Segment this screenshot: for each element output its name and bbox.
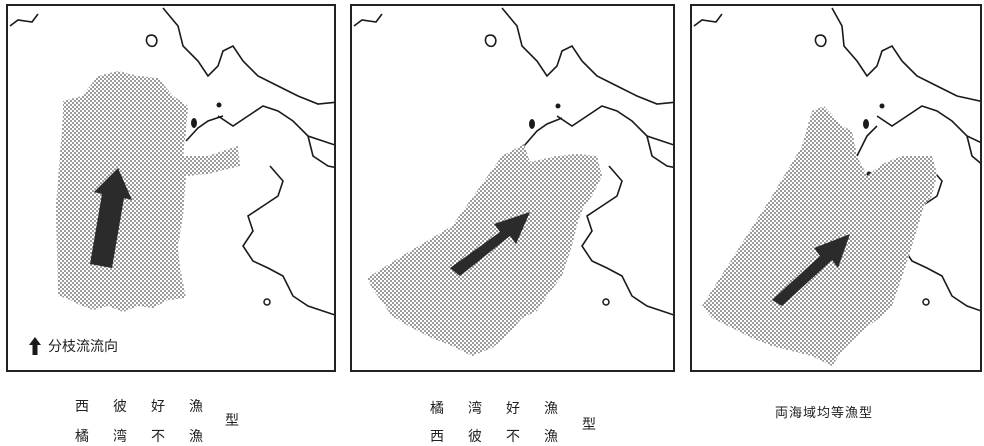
caption-char: 漁 [544, 429, 558, 445]
caption-row: 西 彼 不 漁 [430, 426, 582, 446]
flow-arrow [90, 168, 132, 268]
caption-char: 漁 [189, 429, 203, 445]
island [555, 103, 561, 109]
island [191, 118, 197, 128]
island [263, 298, 271, 306]
island [922, 298, 930, 306]
island [863, 119, 869, 129]
caption-3: 両海域均等漁型 [775, 406, 874, 421]
flow-arrow [450, 212, 530, 276]
legend: 分枝流流向 [28, 336, 118, 356]
caption-char: 好 [151, 399, 165, 415]
caption-1: 西 彼 好 漁 橘 湾 不 漁 型 [75, 396, 239, 446]
island [216, 102, 222, 108]
coastline [353, 7, 673, 316]
caption-char: 漁 [544, 401, 558, 417]
map-panel-1: 分枝流流向 [6, 4, 336, 372]
island [602, 298, 610, 306]
caption-char: 湾 [113, 429, 127, 445]
map-1 [9, 7, 334, 316]
up-arrow-icon [29, 337, 41, 355]
caption-char: 橘 [75, 429, 89, 445]
caption-char: 西 [75, 399, 89, 415]
coastline [9, 7, 334, 316]
island [879, 103, 885, 109]
map-panel-3 [690, 4, 982, 372]
stippled-area [56, 71, 240, 312]
map-panel-2 [350, 4, 675, 372]
flow-arrow [772, 234, 850, 306]
caption-tail: 型 [225, 413, 239, 429]
caption-char: 不 [506, 429, 520, 445]
island [529, 119, 535, 129]
map-2 [353, 7, 673, 356]
caption-char: 好 [506, 401, 520, 417]
map-3 [693, 7, 980, 366]
caption-char: 西 [430, 429, 444, 445]
caption-row: 橘 湾 好 漁 [430, 398, 582, 418]
caption-char: 湾 [468, 401, 482, 417]
stippled-area [702, 106, 937, 366]
caption-char: 不 [151, 429, 165, 445]
caption-char: 漁 [189, 399, 203, 415]
caption-row: 西 彼 好 漁 [75, 396, 227, 416]
caption-char: 彼 [113, 399, 127, 415]
caption-2: 橘 湾 好 漁 西 彼 不 漁 型 [430, 398, 596, 446]
caption-char: 彼 [468, 429, 482, 445]
caption-char: 橘 [430, 401, 444, 417]
legend-label: 分枝流流向 [48, 339, 118, 355]
caption-tail: 型 [582, 417, 596, 433]
caption-row: 橘 湾 不 漁 [75, 426, 227, 446]
